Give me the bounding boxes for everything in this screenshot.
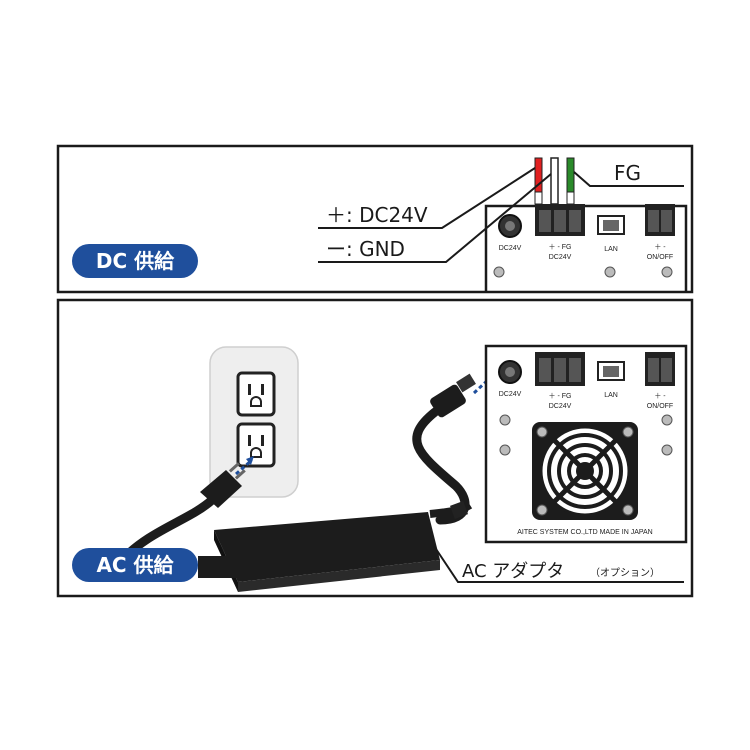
screw-icon — [499, 414, 511, 426]
terminal-block-icon — [535, 204, 585, 236]
terminal-block-icon — [535, 352, 585, 386]
screw-icon — [493, 266, 505, 278]
dc-jack-icon — [498, 214, 522, 238]
ac-supply-badge-text: AC 供給 — [96, 553, 174, 577]
terminal-caption: DC24V — [549, 254, 572, 261]
insert-arrow-icon — [235, 456, 254, 476]
wall-outlet-icon — [209, 346, 299, 498]
ac-plug-icon — [200, 462, 246, 508]
white-wire — [550, 157, 559, 205]
lan-port-icon — [597, 215, 625, 235]
ac-device-rear: DC24V ＋ - FG DC24V LAN ＋ - ON/OFF — [484, 344, 688, 544]
minus-gnd-label: ー: GND — [326, 237, 405, 261]
onoff-terminal-icon — [645, 352, 675, 386]
dc-wires — [534, 157, 575, 205]
dc-supply-badge-text: DC 供給 — [96, 249, 175, 273]
fan-icon — [532, 422, 638, 520]
onoff-terminal-icon — [645, 204, 675, 236]
fg-label: FG — [614, 161, 641, 185]
onoff-signs: ＋ - — [654, 392, 666, 400]
onoff-signs: ＋ - — [654, 243, 666, 251]
ac-supply-badge — [72, 548, 198, 582]
terminal-signs: ＋ - FG — [549, 243, 572, 251]
onoff-caption: ON/OFF — [647, 403, 673, 410]
screw-icon — [604, 266, 616, 278]
plus-dc24v-label: ＋: DC24V — [326, 203, 428, 227]
screw-icon — [661, 444, 673, 456]
dc-panel: DC24V ＋ - FG DC24V LAN ＋ - — [56, 144, 694, 294]
ac-panel: DC24V ＋ - FG DC24V LAN ＋ - ON/OFF — [56, 298, 694, 598]
terminal-caption: DC24V — [549, 403, 572, 410]
maker-text: AITEC SYSTEM CO.,LTD MADE IN JAPAN — [517, 529, 652, 536]
dc-jack-label: DC24V — [499, 245, 522, 252]
screw-icon — [661, 414, 673, 426]
onoff-caption: ON/OFF — [647, 254, 673, 261]
terminal-signs: ＋ - FG — [549, 392, 572, 400]
dc-jack-label: DC24V — [499, 391, 522, 398]
lan-port-icon — [597, 361, 625, 381]
lan-label: LAN — [604, 392, 618, 399]
adapter-label: AC アダプタ — [462, 561, 564, 582]
ac-adapter-icon — [198, 501, 473, 592]
dc-leader-lines — [318, 167, 684, 263]
screw-icon — [661, 266, 673, 278]
dc-supply-badge — [72, 244, 198, 278]
dc-jack-icon — [498, 360, 522, 384]
dc-device-rear: DC24V ＋ - FG DC24V LAN ＋ - — [484, 204, 688, 292]
adapter-note: （オプション） — [590, 567, 660, 579]
lan-label: LAN — [604, 246, 618, 253]
dc-plug-icon — [430, 373, 476, 418]
screw-icon — [499, 444, 511, 456]
adapter-leader-line — [433, 545, 684, 583]
